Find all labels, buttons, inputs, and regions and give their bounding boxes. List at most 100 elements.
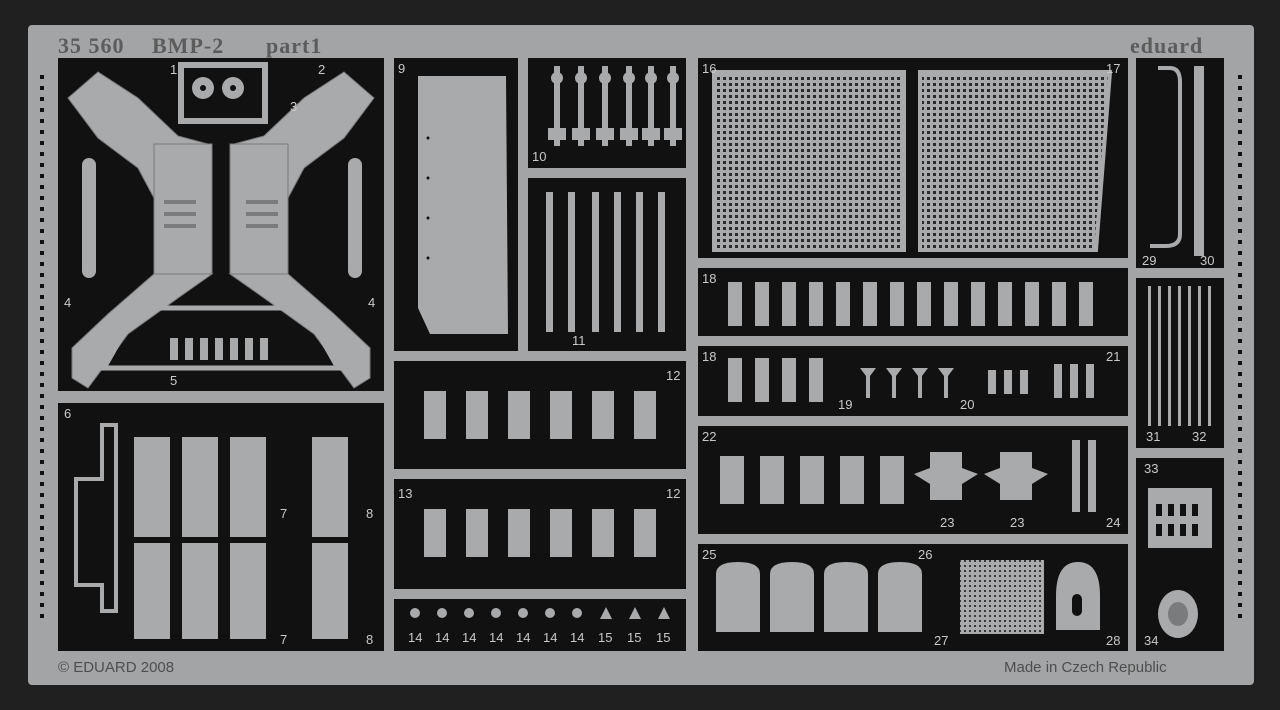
part-16-17-mesh <box>712 70 1113 252</box>
part-13-hinge <box>466 509 488 557</box>
part-18-plate <box>836 282 850 326</box>
part-22-hinge <box>800 456 824 504</box>
bay-part-13: 13 12 <box>394 479 686 589</box>
label-part-17: 17 <box>1106 61 1121 76</box>
bay-part-9: 9 <box>394 58 518 351</box>
label-part-18-upper: 18 <box>702 271 717 286</box>
part-18-plate <box>917 282 931 326</box>
part-18-plate <box>809 282 823 326</box>
part-18-plate <box>755 358 769 402</box>
copyright-text: © EDUARD 2008 <box>58 659 175 676</box>
part-18-plate <box>944 282 958 326</box>
label-part-4-right: 4 <box>368 295 376 310</box>
label-part-16: 16 <box>702 61 717 76</box>
label-part-1: 1 <box>170 62 178 77</box>
label-part-5: 5 <box>170 373 178 388</box>
part-7-box <box>230 543 266 639</box>
label-part-10: 10 <box>532 149 547 164</box>
part-18-plate <box>863 282 877 326</box>
part-22-hinge <box>880 456 904 504</box>
part-29-30-rails <box>1150 66 1204 256</box>
label-part-14: 14 <box>543 630 558 645</box>
label-part-14: 14 <box>516 630 531 645</box>
bay-parts-29-30: 29 30 <box>1136 58 1224 268</box>
photo-etch-fret: 35 560 BMP-2 part1 eduard <box>28 25 1254 685</box>
label-part-6: 6 <box>64 406 72 421</box>
part-18-plate <box>755 282 769 326</box>
part-13-hinge <box>508 509 530 557</box>
label-part-14: 14 <box>408 630 423 645</box>
part-18-plate <box>1079 282 1093 326</box>
label-part-12-upper: 12 <box>666 368 681 383</box>
label-part-9: 9 <box>398 61 406 76</box>
part-16-mesh <box>712 70 906 252</box>
bay-part-10: 10 <box>528 58 686 168</box>
part-8-box <box>312 543 348 639</box>
part-7-box <box>134 543 170 639</box>
bay-part-11: 11 <box>528 178 686 351</box>
part-22-hinge <box>760 456 784 504</box>
part-18-plate <box>998 282 1012 326</box>
catalog-number: 35 560 <box>58 33 125 58</box>
part-31-32-strips <box>1148 286 1211 426</box>
bay-parts-6-8: 6 7 8 7 8 <box>58 403 384 651</box>
part-23-24-brackets <box>914 440 1096 512</box>
part-13-hinge <box>550 509 572 557</box>
bay-parts-33-34: 33 34 <box>1136 458 1224 651</box>
left-sprue-holes <box>40 75 44 625</box>
label-part-32: 32 <box>1192 429 1207 444</box>
part-27-grille <box>960 560 1044 634</box>
part-22-hinge <box>720 456 744 504</box>
label-part-31: 31 <box>1146 429 1161 444</box>
label-part-7-lower: 7 <box>280 632 288 647</box>
part-19-21-fittings <box>860 364 1094 398</box>
part-18-plate <box>1025 282 1039 326</box>
bay-parts-16-17: 16 17 <box>698 58 1128 258</box>
brand-logo: eduard <box>1130 33 1204 58</box>
label-part-14: 14 <box>435 630 450 645</box>
bay-parts-1-5: 1 2 3 4 4 5 <box>58 58 384 391</box>
part-13-hinge <box>634 509 656 557</box>
part-18-plate <box>971 282 985 326</box>
label-part-2: 2 <box>318 62 326 77</box>
label-part-15: 15 <box>598 630 613 645</box>
right-sprue-holes <box>1238 75 1242 625</box>
part-22-hinge <box>840 456 864 504</box>
part-18-plate <box>1052 282 1066 326</box>
label-part-33: 33 <box>1144 461 1159 476</box>
part-6-bracket <box>74 423 118 613</box>
label-part-8-lower: 8 <box>366 632 374 647</box>
label-part-24: 24 <box>1106 515 1121 530</box>
part-7-box <box>182 543 218 639</box>
label-part-22: 22 <box>702 429 717 444</box>
part-label: part1 <box>266 33 323 58</box>
part-7-box <box>134 437 170 537</box>
bay-parts-22-24: 22 23 23 24 <box>698 426 1128 534</box>
label-part-23-right: 23 <box>1010 515 1025 530</box>
label-part-23-left: 23 <box>940 515 955 530</box>
label-part-21: 21 <box>1106 349 1121 364</box>
part-12-hinge <box>550 391 572 439</box>
part-10-latches <box>548 66 682 146</box>
part-18-plate <box>890 282 904 326</box>
part-18-plate <box>782 358 796 402</box>
part-12-hinge <box>424 391 446 439</box>
part-13-hinge <box>592 509 614 557</box>
label-part-7-upper: 7 <box>280 506 288 521</box>
part-18-plate <box>728 358 742 402</box>
part-8-box <box>312 437 348 537</box>
label-part-26: 26 <box>918 547 933 562</box>
part-18-plate <box>728 282 742 326</box>
part-11-rods <box>546 192 665 332</box>
label-part-34: 34 <box>1144 633 1159 648</box>
label-part-14: 14 <box>489 630 504 645</box>
label-part-12-lower: 12 <box>666 486 681 501</box>
bay-parts-25-28: 25 26 27 28 <box>698 544 1128 651</box>
part-13-hinge <box>424 509 446 557</box>
bay-part-18-upper: 18 <box>698 268 1128 336</box>
made-in-text: Made in Czech Republic <box>1004 659 1167 676</box>
part-9-plate <box>418 76 508 334</box>
x-shaped-part-1-2 <box>67 62 375 389</box>
part-7-box <box>230 437 266 537</box>
bay-parts-18-21: 18 19 20 21 <box>698 346 1128 416</box>
